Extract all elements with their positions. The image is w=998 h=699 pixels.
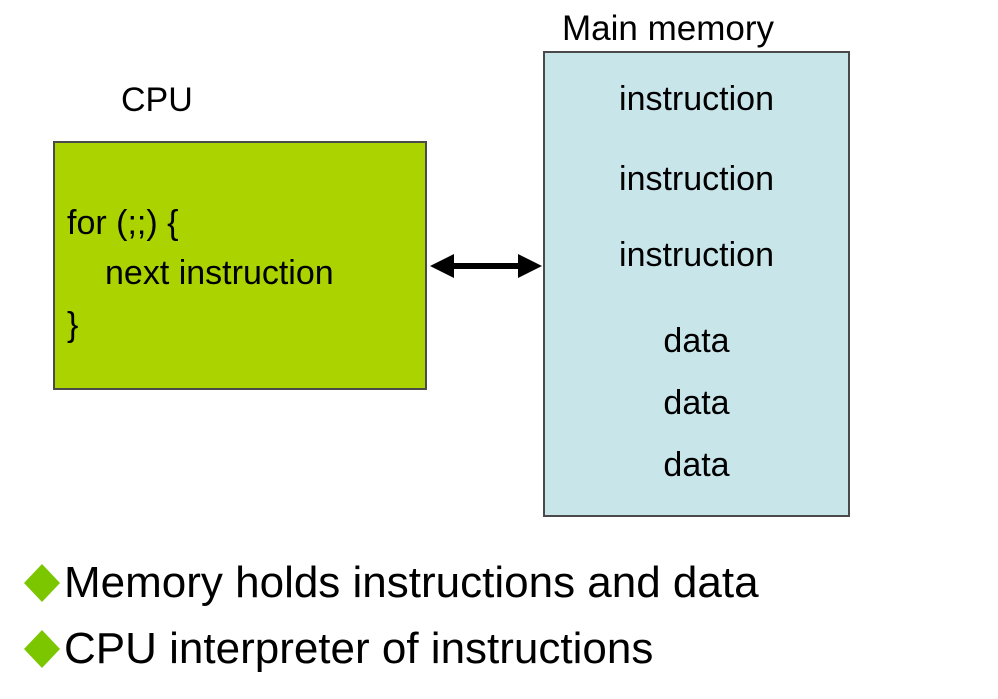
memory-item-instruction: instruction — [619, 80, 774, 118]
memory-item-instruction: instruction — [619, 236, 774, 274]
bullet-text: Memory holds instructions and data — [64, 558, 759, 607]
main-memory-title: Main memory — [562, 9, 774, 48]
code-line-for: for (;;) { — [67, 204, 179, 242]
diamond-bullet-icon — [24, 630, 60, 668]
code-line-close-brace: } — [67, 306, 79, 344]
double-arrow-icon — [430, 254, 542, 278]
bullet-text: CPU interpreter of instructions — [64, 624, 654, 673]
memory-item-data: data — [663, 322, 730, 360]
bullet-item: Memory holds instructions and data — [22, 558, 759, 608]
code-line-next-instruction: next instruction — [105, 254, 334, 292]
main-memory-box: instruction instruction instruction data… — [543, 51, 850, 517]
memory-item-data: data — [663, 446, 730, 484]
bullet-item: CPU interpreter of instructions — [22, 624, 653, 674]
diamond-bullet-icon — [24, 564, 60, 602]
cpu-box: for (;;) { next instruction } — [53, 141, 427, 390]
cpu-title: CPU — [121, 81, 193, 119]
memory-item-instruction: instruction — [619, 160, 774, 198]
memory-item-data: data — [663, 384, 730, 422]
